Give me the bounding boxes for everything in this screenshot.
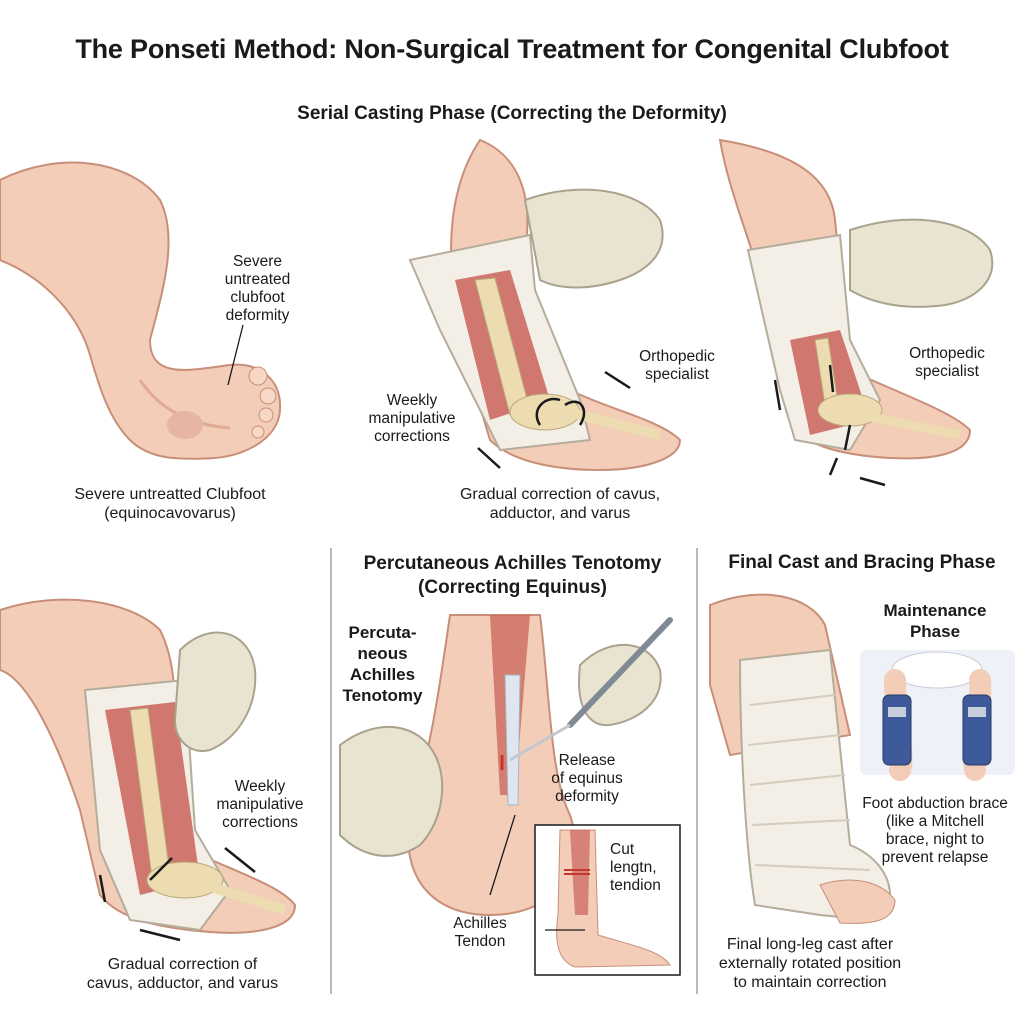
casting-illustration-2	[718, 138, 994, 487]
divider-right	[696, 548, 698, 994]
achilles-tendon-label: Achilles Tendon	[453, 915, 507, 950]
gradual-correction-caption: Gradual correction of cavus, adductor, a…	[459, 486, 661, 522]
final-cast-caption: Final long-leg cast after externally rot…	[718, 936, 902, 991]
casting-phase-heading: Serial Casting Phase (Correcting the Def…	[297, 103, 727, 124]
page-title: The Ponseti Method: Non-Surgical Treatme…	[75, 34, 949, 64]
maintenance-phase-label: Maintenance Phase	[883, 601, 987, 641]
bracing-illustration	[709, 593, 1015, 924]
orthopedic-specialist-label-2: Orthopedic specialist	[909, 345, 985, 380]
casting-illustration-1	[408, 138, 682, 472]
untreated-caption: Severe untreatted Clubfoot (equinocavova…	[74, 486, 266, 522]
untreated-deformity-label: Severe untreated clubfoot deformity	[224, 253, 291, 324]
tenotomy-side-label: Percuta- neous Achilles Tenotomy	[342, 623, 423, 705]
release-equinus-label: Release of equinus deformity	[551, 752, 623, 805]
gradual-correction-caption-2: Gradual correction of cavus, adductor, a…	[86, 956, 279, 992]
brace-caption: Foot abduction brace (like a Mitchell br…	[862, 795, 1008, 866]
divider-left	[330, 548, 332, 994]
weekly-corrections-label: Weekly manipulative corrections	[368, 392, 456, 445]
bracing-heading: Final Cast and Bracing Phase	[728, 552, 996, 573]
casting-illustration-3	[0, 598, 297, 942]
untreated-clubfoot-illustration	[0, 161, 282, 460]
tenotomy-illustration	[339, 614, 681, 976]
weekly-corrections-label-2: Weekly manipulative corrections	[216, 778, 304, 831]
inset-cut-label: Cut lengtn, tendion	[610, 841, 661, 894]
tenotomy-heading: Percutaneous Achilles Tenotomy (Correcti…	[363, 553, 662, 598]
orthopedic-specialist-label: Orthopedic specialist	[639, 348, 715, 383]
